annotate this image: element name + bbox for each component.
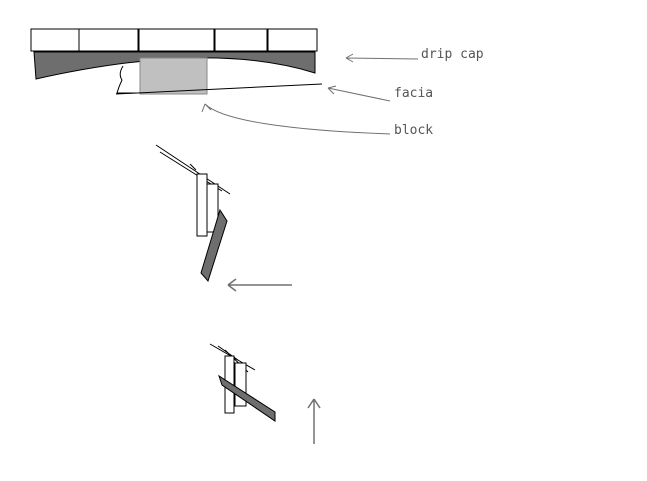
block-arrow [201,103,391,135]
cap-blocks [30,28,318,52]
bottom-arrow [307,398,321,444]
middle-post-right [206,183,219,233]
cap-block [78,28,139,52]
bottom-post-right [234,362,247,407]
facia-edge [116,65,136,94]
middle-post-left [196,173,208,237]
cap-block [214,28,268,52]
facia-line [115,83,323,95]
drip-cap-arrow [345,53,419,63]
bottom-flashing [218,374,276,422]
block-callout: block [201,103,433,138]
facia-label: facia [394,86,433,101]
facia-callout: facia [327,85,433,102]
cap-block [30,28,80,52]
middle-flashing [200,208,228,282]
bottom-detail [209,343,321,444]
middle-detail [155,144,292,292]
facia-arrow [327,85,391,102]
cap-block [138,28,215,52]
drip-cap-label: drip cap [421,47,484,62]
drip-cap-assembly [30,28,323,95]
middle-arrow [227,278,292,292]
drip-cap-callout: drip cap [345,47,484,63]
middle-slope-lines [155,144,231,195]
block-label: block [394,123,433,138]
cap-block [267,28,318,52]
block-shape [139,57,208,95]
